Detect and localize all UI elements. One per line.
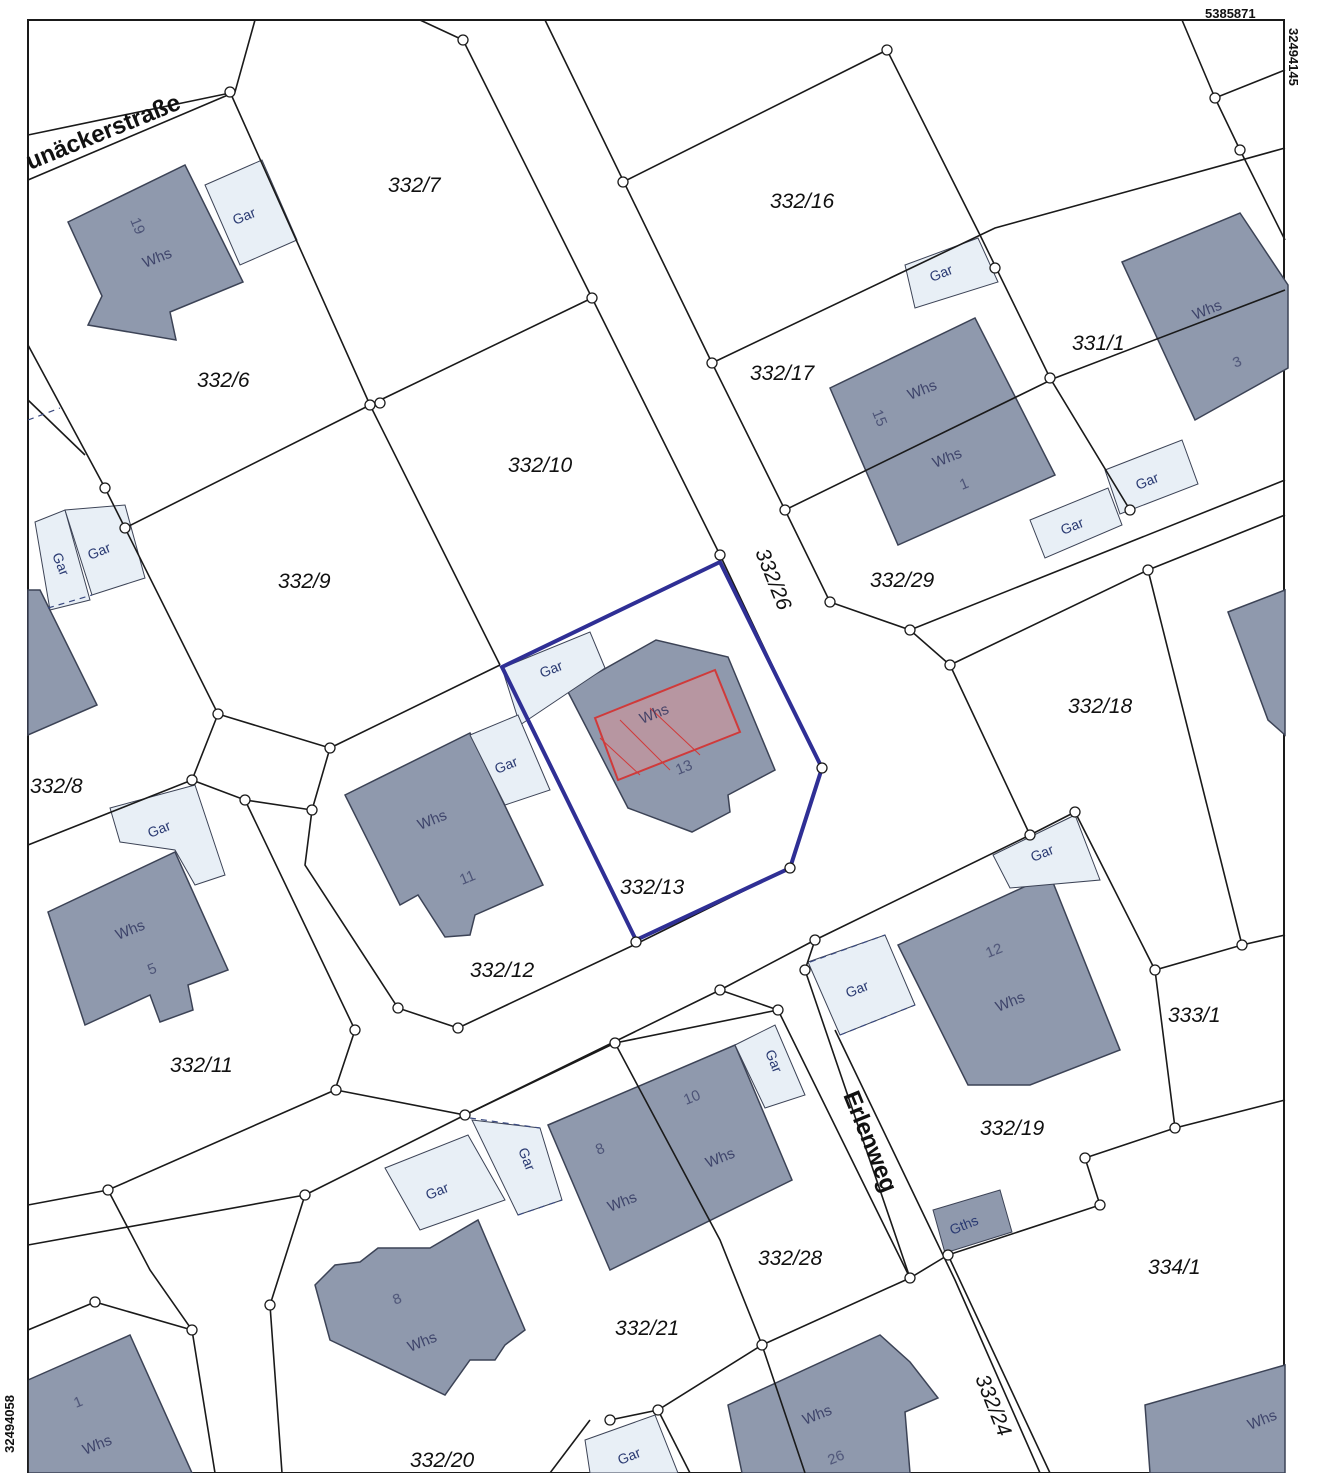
garage-8a xyxy=(384,1134,506,1231)
building-15-1 xyxy=(829,317,1057,546)
house-number-19: 19 xyxy=(126,215,148,237)
coordinate-right: 32494145 xyxy=(1286,28,1301,86)
parcel-332-13: 332/13 xyxy=(620,876,685,899)
parcel-332-8: 332/8 xyxy=(30,775,83,798)
garage-10 xyxy=(734,1024,806,1109)
house-number-26: 26 xyxy=(825,1447,847,1469)
garage-332-20 xyxy=(584,1414,679,1473)
parcel-boundaries xyxy=(27,19,1286,1473)
house-number-10: 10 xyxy=(681,1087,703,1109)
parcel-332-7: 332/7 xyxy=(388,174,442,197)
house-number-15: 15 xyxy=(868,407,890,429)
parcel-334-1: 334/1 xyxy=(1148,1256,1201,1279)
boundary-points xyxy=(89,34,1248,1426)
parcel-332-11: 332/11 xyxy=(170,1054,233,1077)
house-number-13: 13 xyxy=(673,757,695,779)
coordinate-top: 5385871 xyxy=(1205,6,1256,21)
garage-5 xyxy=(109,784,226,886)
building-labels: Whs Whs Whs Whs Whs Whs Whs Whs Whs Whs … xyxy=(49,204,1279,1468)
building-26 xyxy=(727,1334,940,1473)
building-5 xyxy=(47,850,230,1027)
parcel-332-29: 332/29 xyxy=(870,569,935,592)
building-right-mid xyxy=(1227,588,1286,737)
buildings-layer xyxy=(27,163,1289,1473)
house-number-11: 11 xyxy=(457,867,478,889)
parcel-332-6: 332/6 xyxy=(197,369,250,392)
garage-11 xyxy=(469,714,551,806)
garage-left-a xyxy=(34,509,91,611)
gths-332-19 xyxy=(932,1189,1013,1254)
parcel-332-20: 332/20 xyxy=(410,1449,475,1472)
building-8 xyxy=(314,1218,526,1396)
garage-331-1b xyxy=(1029,487,1123,559)
highlighted-building-area xyxy=(593,668,742,782)
building-right-bottom xyxy=(1144,1364,1286,1473)
parcel-332-21: 332/21 xyxy=(615,1317,679,1340)
parcel-332-19: 332/19 xyxy=(980,1117,1045,1140)
building-19 xyxy=(67,163,245,341)
highlighted-parcel-332-13 xyxy=(499,559,825,943)
parcel-332-9: 332/9 xyxy=(278,570,331,593)
building-left-mid xyxy=(27,589,99,737)
parcel-332-12: 332/12 xyxy=(470,959,535,982)
parcel-332-16: 332/16 xyxy=(770,190,835,213)
parcel-332-10: 332/10 xyxy=(508,454,573,477)
garage-12-top xyxy=(992,814,1101,889)
parcel-332-18: 332/18 xyxy=(1068,695,1133,718)
garages-layer xyxy=(34,159,1199,1473)
parcel-332-28: 332/28 xyxy=(758,1247,823,1270)
parcel-labels: 332/7 332/16 332/6 332/17 331/1 332/10 3… xyxy=(30,174,1221,1472)
parcel-331-1: 331/1 xyxy=(1072,332,1125,355)
building-10-8 xyxy=(547,1044,793,1272)
building-3 xyxy=(1120,212,1289,422)
dashed-boundaries xyxy=(27,407,916,1216)
garage-331-1a xyxy=(1104,439,1199,515)
parcel-333-1: 333/1 xyxy=(1168,1004,1221,1027)
house-number-12: 12 xyxy=(983,940,1005,962)
parcel-332-17: 332/17 xyxy=(750,362,816,385)
garage-13 xyxy=(501,631,606,726)
